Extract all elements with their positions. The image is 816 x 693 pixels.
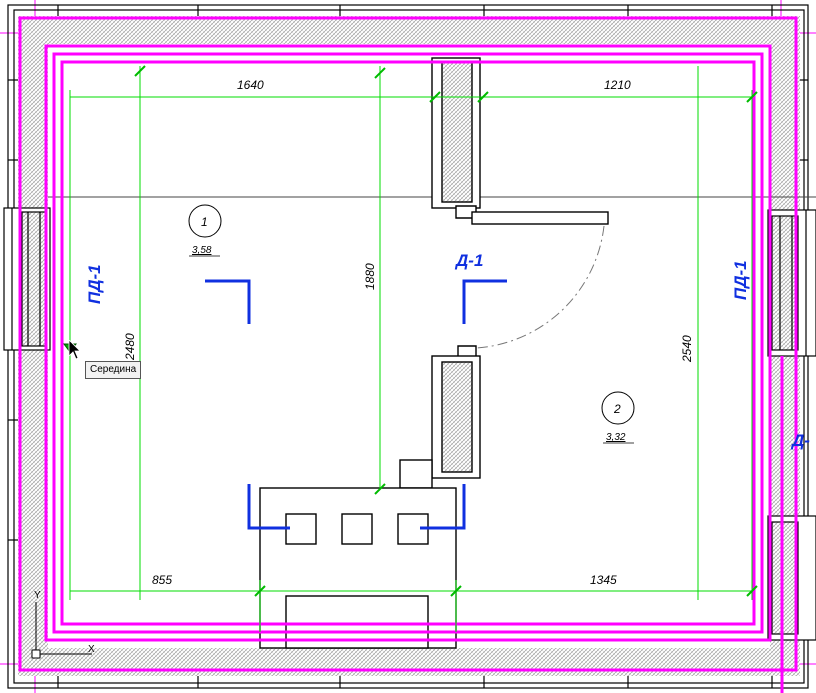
dim-center-vertical: 1880 [363,263,377,290]
snap-tooltip: Середина [85,361,142,379]
stove [259,487,457,649]
partition-lower [399,345,481,489]
dim-top-left: 1640 [237,78,264,92]
dim-right-vertical: 2540 [680,335,694,363]
label-right-door: ПД-1 [731,260,750,300]
dim-bottom-right: 1345 [590,573,617,587]
room-marker-2: 2 3,32 [601,391,635,444]
selection-outline [18,16,798,693]
dim-left-vertical: 2480 [123,333,137,361]
room-area-1: 3,58 [192,245,212,256]
label-far-right-partial: Д- [790,431,810,450]
ucs-icon [31,602,92,659]
right-window [767,209,816,357]
ucs-y-label: Y [34,590,41,601]
cursor-arrow-icon [68,339,81,360]
label-left-door: ПД-1 [85,264,104,304]
partition-upper [431,57,609,225]
dim-top-right: 1210 [604,78,631,92]
room-marker-1: 1 3,58 [188,204,222,257]
dimension-ticks [134,65,758,597]
dim-bottom-left: 855 [152,573,172,587]
left-window [3,207,51,351]
room-number-2: 2 [613,402,621,416]
door-swing-arc [475,225,605,349]
label-center-door: Д-1 [454,251,483,270]
room-area-2: 3,32 [606,432,626,443]
room-number-1: 1 [201,215,208,229]
right-bottom-opening [767,515,816,641]
blue-corner-markers [205,279,507,530]
ucs-x-label: X [88,644,95,655]
